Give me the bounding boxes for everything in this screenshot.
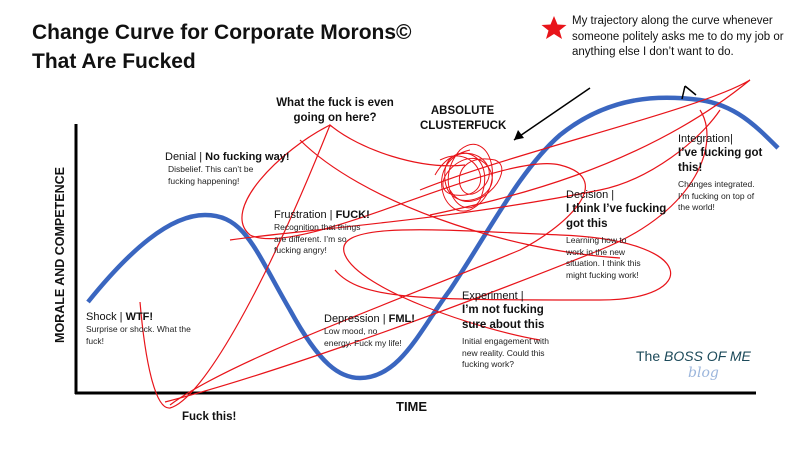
stage-name: Experiment | bbox=[462, 290, 524, 302]
logo-blog: blog bbox=[688, 365, 719, 381]
legend-text: My trajectory along the curve whenever s… bbox=[572, 15, 784, 58]
title-line-2: That Are Fucked bbox=[32, 50, 196, 73]
stage-name: Shock | bbox=[86, 311, 123, 323]
stage-desc: Recognition that things are different. I… bbox=[274, 222, 361, 255]
stage-exclaim: I’ve fucking got this! bbox=[678, 147, 763, 174]
arrow-line bbox=[513, 87, 591, 141]
boss-of-me-logo: The BOSS OF ME blog bbox=[636, 348, 751, 381]
change-curve bbox=[86, 95, 780, 381]
stage-desc: Surprise or shock. What the fuck! bbox=[86, 324, 191, 346]
x-axis-label: TIME bbox=[396, 399, 428, 414]
stage-experiment: Experiment | I’m not fucking sure about … bbox=[462, 289, 562, 371]
stage-exclaim: I think I’ve fucking got this bbox=[566, 203, 667, 230]
stage-denial: Denial | No fucking way! Disbelief. This… bbox=[165, 150, 335, 187]
annotation-clusterfuck: ABSOLUTE CLUSTERFUCK bbox=[420, 105, 507, 132]
stage-name: Integration| bbox=[678, 133, 733, 145]
stage-name: Frustration | bbox=[274, 209, 333, 221]
stage-frustration: Frustration | FUCK! Recognition that thi… bbox=[274, 208, 404, 257]
stage-exclaim: FUCK! bbox=[335, 209, 370, 221]
stage-name: Decision | bbox=[566, 189, 615, 201]
stage-desc: Initial engagement with new reality. Cou… bbox=[462, 336, 549, 369]
arrowhead-integration-icon bbox=[681, 85, 697, 100]
stage-shock: Shock | WTF! Surprise or shock. What the… bbox=[86, 310, 206, 347]
annotation-wtf: What the fuck is even going on here? bbox=[276, 97, 394, 124]
clusterfuck-tangle bbox=[434, 143, 503, 212]
stage-exclaim: No fucking way! bbox=[205, 151, 290, 163]
stage-decision: Decision | I think I’ve fucking got this… bbox=[566, 188, 671, 281]
annotation-fuck-this: Fuck this! bbox=[182, 411, 237, 423]
stage-exclaim: WTF! bbox=[125, 311, 154, 323]
logo-the: The bbox=[636, 348, 661, 364]
stage-desc: Changes integrated. I’m fucking on top o… bbox=[678, 179, 755, 212]
title-line-1: Change Curve for Corporate Morons© bbox=[32, 21, 412, 44]
stage-integration: Integration| I’ve fucking got this! Chan… bbox=[678, 132, 768, 214]
arrowhead-icon bbox=[514, 130, 524, 140]
page-title: Change Curve for Corporate Morons© That … bbox=[32, 18, 492, 76]
stage-name: Denial | bbox=[165, 151, 203, 163]
stage-exclaim: FML! bbox=[388, 313, 415, 325]
logo-boss: BOSS OF ME bbox=[664, 348, 751, 364]
stage-desc: Disbelief. This can’t be fucking happeni… bbox=[168, 164, 254, 186]
red-star-icon bbox=[541, 16, 567, 39]
stage-desc: Learning how to work in the new situatio… bbox=[566, 235, 641, 280]
red-scribble bbox=[139, 79, 751, 409]
stage-exclaim: I’m not fucking sure about this bbox=[462, 304, 545, 331]
stage-desc: Low mood, no energy. Fuck my life! bbox=[324, 326, 402, 348]
stage-name: Depression | bbox=[324, 313, 386, 325]
stage-depression: Depression | FML! Low mood, no energy. F… bbox=[324, 312, 449, 349]
y-axis-label: MORALE AND COMPETENCE bbox=[53, 167, 67, 343]
